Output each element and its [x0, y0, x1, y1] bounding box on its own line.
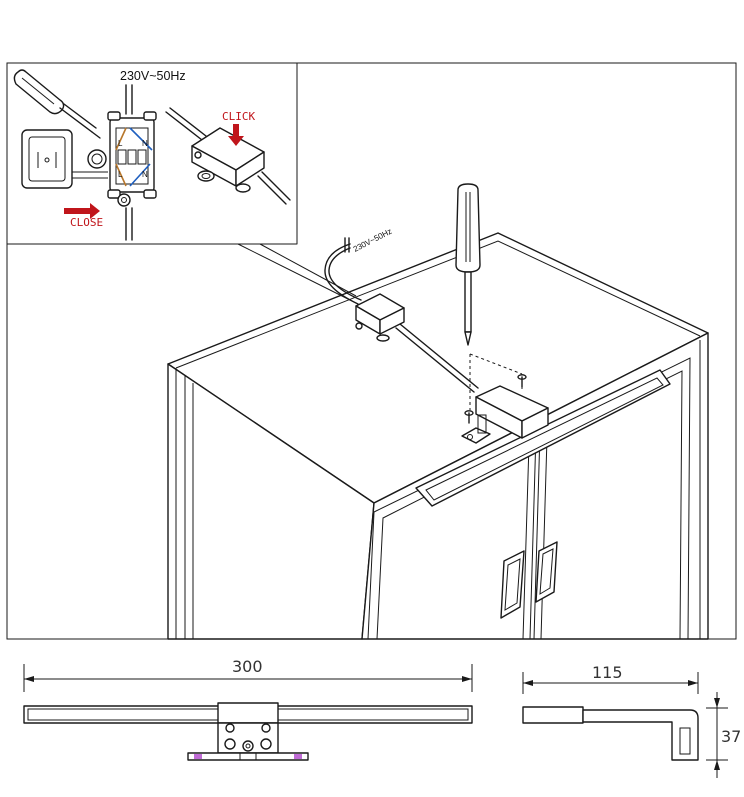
screw-2: [464, 410, 474, 424]
dimension-depth: 115: [592, 663, 623, 682]
cabinet: [167, 232, 709, 640]
screw-1: [517, 374, 527, 388]
terminal-label-l-top: L: [118, 139, 123, 148]
screws: [464, 353, 527, 424]
inset-voltage-label: 230V~50Hz: [120, 69, 186, 83]
lamp-bar: [415, 369, 671, 507]
closed-connector: [165, 107, 291, 205]
click-arrow-icon: [228, 124, 244, 146]
terminal-label-n-bottom: N: [142, 170, 148, 179]
side-view-drawing: 115 37: [522, 663, 741, 778]
cable-and-connector: [324, 237, 479, 393]
terminal-label-l-bottom: L: [118, 170, 123, 179]
dimension-width: 300: [232, 657, 263, 676]
wire-live-a: [115, 127, 127, 151]
wire-neutral-a: [129, 127, 153, 151]
screwdriver-main: [455, 183, 481, 346]
terminal-block: L N L N: [107, 111, 157, 207]
terminal-label-n-top: N: [142, 139, 148, 148]
inset-screwdriver: [13, 69, 101, 139]
wire-live-b: [115, 163, 127, 187]
click-label: CLICK: [222, 110, 255, 123]
terminal-cover: [21, 129, 108, 189]
wiring-inset: 230V~50Hz: [6, 62, 298, 245]
wire-neutral-b: [129, 163, 151, 187]
close-arrow-icon: [64, 203, 100, 219]
cable-voltage-label: 230V~50Hz: [352, 227, 394, 254]
dimension-height: 37: [721, 727, 741, 746]
front-view-drawing: 300: [23, 657, 473, 761]
close-label: CLOSE: [70, 216, 103, 229]
